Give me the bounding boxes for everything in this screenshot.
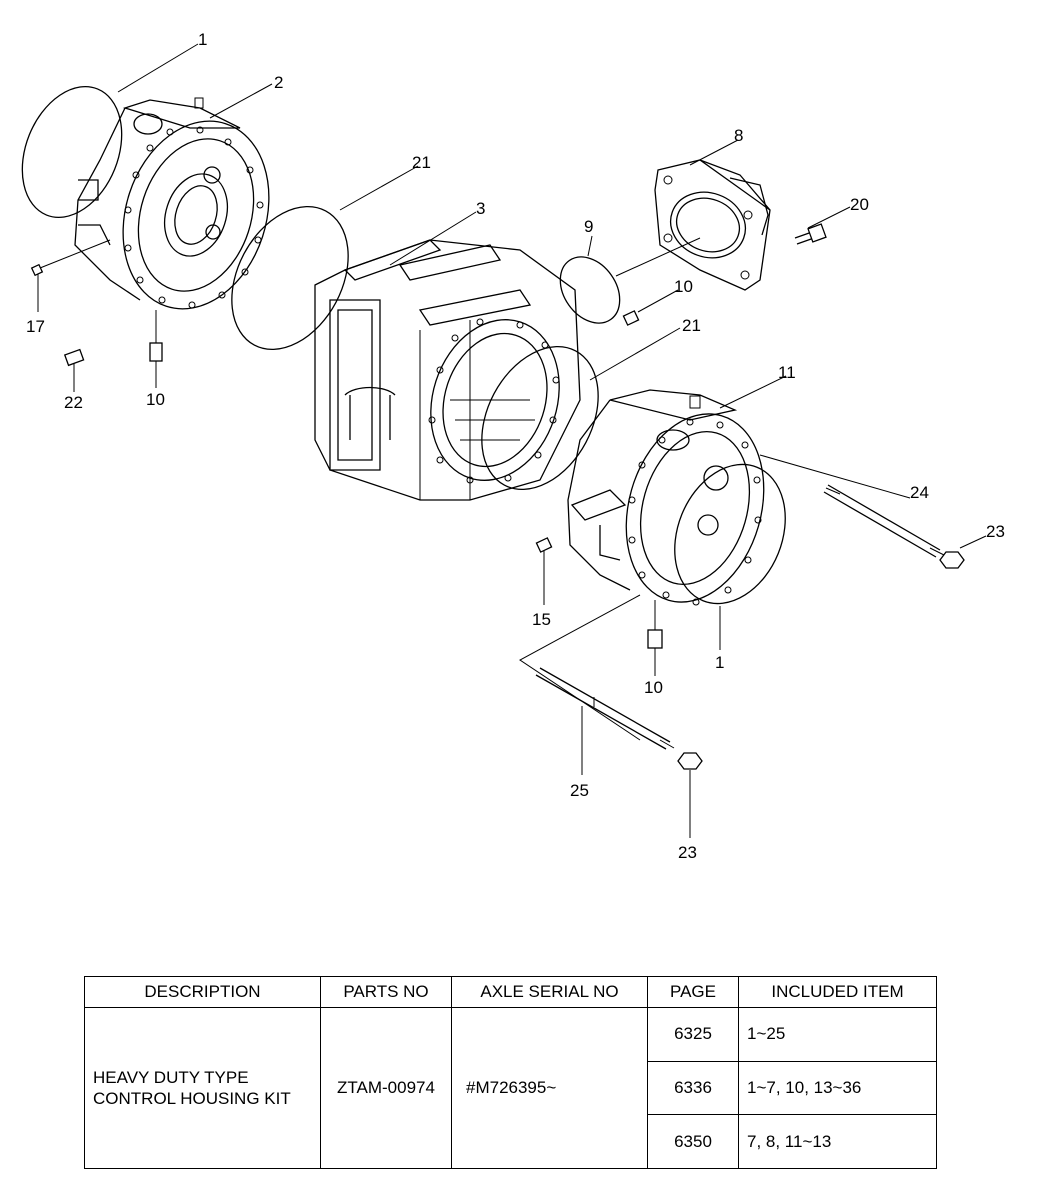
plug-part-10-bottom (647, 629, 663, 649)
o-ring-part-21-lower (481, 345, 599, 491)
callout-2: 2 (274, 73, 283, 92)
table-row: 6336 1~7, 10, 13~36 (85, 1060, 937, 1116)
left-housing-part-2 (74, 97, 270, 310)
header-description: DESCRIPTION (84, 976, 321, 1008)
plug-part-17 (30, 263, 44, 277)
callout-17: 17 (26, 317, 45, 336)
header-parts-no: PARTS NO (320, 976, 452, 1008)
callout-21-upper: 21 (412, 153, 431, 172)
callout-25: 25 (570, 781, 589, 800)
parts-no-cell: ZTAM-00974 (320, 1007, 452, 1169)
plug-part-10-upper (622, 310, 640, 326)
axle-serial-cell: #M726395~ (451, 1007, 648, 1169)
header-page: PAGE (647, 976, 739, 1008)
exploded-parts-diagram: 1 2 21 3 8 20 9 10 21 17 22 10 11 24 23 … (21, 30, 1005, 862)
callout-1-left: 1 (198, 30, 207, 49)
callout-24: 24 (910, 483, 929, 502)
included-item-cell: 1~25 (738, 1007, 937, 1062)
callout-10-upper: 10 (674, 277, 693, 296)
stud-part-24 (823, 484, 945, 558)
callout-15: 15 (532, 610, 551, 629)
header-axle-serial-no: AXLE SERIAL NO (451, 976, 648, 1008)
o-ring-part-1-right (674, 463, 786, 605)
kit-info-table: DESCRIPTION PARTS NO AXLE SERIAL NO PAGE… (84, 976, 937, 1169)
callout-20: 20 (850, 195, 869, 214)
table-row: 6350 7, 8, 11~13 (85, 1114, 937, 1169)
o-ring-part-1-left (21, 85, 123, 219)
description-cell: HEAVY DUTY TYPE CONTROL HOUSING KIT (84, 1007, 321, 1169)
page-cell: 6325 (647, 1007, 739, 1062)
plug-part-22 (63, 348, 85, 367)
nut-part-23-right (939, 551, 965, 569)
description-line-1: HEAVY DUTY TYPE (93, 1068, 249, 1087)
cover-plate-part-8 (654, 159, 771, 291)
included-item-cell: 7, 8, 11~13 (738, 1114, 937, 1169)
callout-10-bottom: 10 (644, 678, 663, 697)
nut-part-23-bottom (677, 752, 703, 770)
stud-part-25 (535, 667, 675, 750)
right-housing-part-11 (567, 389, 765, 606)
plug-part-15 (535, 537, 553, 553)
callout-21-lower: 21 (682, 316, 701, 335)
plug-part-10-left (149, 342, 163, 362)
description-line-2: CONTROL HOUSING KIT (93, 1089, 291, 1108)
callout-3: 3 (476, 199, 485, 218)
table-header-row: DESCRIPTION PARTS NO AXLE SERIAL NO PAGE… (84, 976, 937, 1008)
callout-11: 11 (778, 363, 796, 382)
callout-8: 8 (734, 126, 743, 145)
callout-22: 22 (64, 393, 83, 412)
page-cell: 6350 (647, 1114, 739, 1169)
callout-23-right: 23 (986, 522, 1005, 541)
leader-lines (37, 43, 987, 838)
table-row: HEAVY DUTY TYPE CONTROL HOUSING KIT ZTAM… (84, 1007, 937, 1169)
callout-9: 9 (584, 217, 593, 236)
page-cell: 6336 (647, 1060, 739, 1116)
callout-10-left: 10 (146, 390, 165, 409)
o-ring-part-9 (559, 256, 621, 324)
bolt-part-20 (794, 223, 827, 245)
callout-1-right: 1 (715, 653, 724, 672)
center-housing-part-3 (314, 239, 581, 501)
header-included-item: INCLUDED ITEM (738, 976, 937, 1008)
o-ring-part-21-upper (231, 205, 349, 351)
callout-23-bottom: 23 (678, 843, 697, 862)
included-item-cell: 1~7, 10, 13~36 (738, 1060, 937, 1116)
